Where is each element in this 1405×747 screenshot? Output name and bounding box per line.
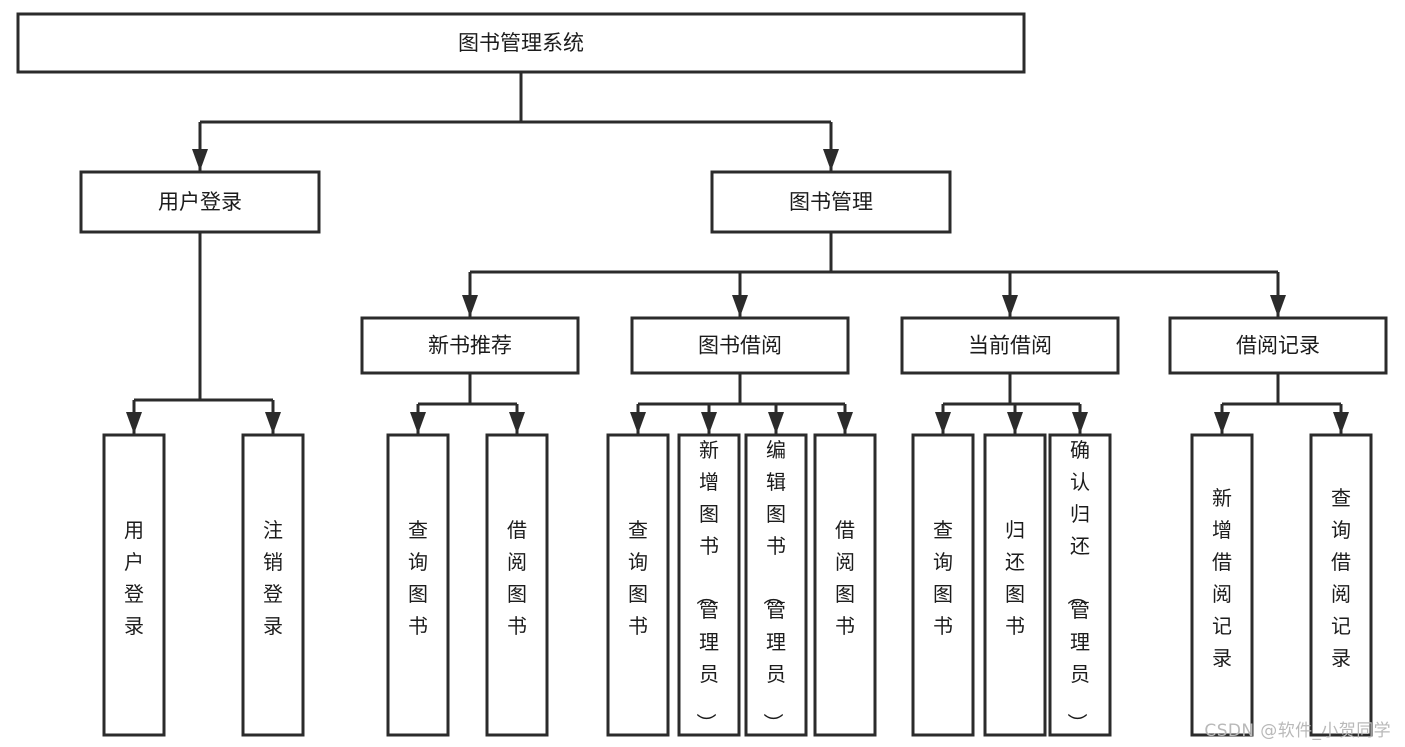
node-label: 用户登录 — [124, 518, 144, 638]
node-label: 借阅图书 — [507, 518, 527, 638]
arrow-head-icon — [509, 412, 525, 434]
node-box[interactable] — [744, 433, 808, 737]
node-leaf-9[interactable]: 归还图书 — [983, 433, 1047, 737]
node-box[interactable] — [1309, 433, 1373, 737]
node-box[interactable] — [630, 316, 850, 375]
node-box[interactable] — [485, 433, 549, 737]
node-box[interactable] — [1168, 316, 1388, 375]
node-leaf-11[interactable]: 新增借阅记录 — [1190, 433, 1254, 737]
node-layer: 图书管理系统用户登录图书管理新书推荐图书借阅当前借阅借阅记录用户登录注销登录查询… — [16, 12, 1388, 737]
arrow-head-icon — [837, 412, 853, 434]
node-box[interactable] — [1190, 433, 1254, 737]
node-label: 归还图书 — [1005, 518, 1025, 638]
node-label: 确认归还（管理员） — [1065, 438, 1090, 733]
arrow-head-icon — [192, 149, 208, 171]
node-label: 查询借阅记录 — [1331, 486, 1351, 670]
arrow-head-icon — [823, 149, 839, 171]
node-label: 新增图书（管理员） — [694, 438, 719, 733]
node-label: 图书管理 — [789, 190, 873, 214]
node-level2-1[interactable]: 图书借阅 — [630, 316, 850, 375]
arrow-head-icon — [410, 412, 426, 434]
arrow-head-icon — [1002, 295, 1018, 317]
node-label: 借阅记录 — [1236, 334, 1320, 358]
node-leaf-3[interactable]: 借阅图书 — [485, 433, 549, 737]
node-leaf-6[interactable]: 编辑图书（管理员） — [744, 433, 808, 737]
node-level1-0[interactable]: 用户登录 — [79, 170, 321, 234]
node-box[interactable] — [1048, 433, 1112, 737]
node-label: 查询图书 — [628, 518, 648, 638]
node-label: 新书推荐 — [428, 334, 512, 358]
node-label: 新增借阅记录 — [1212, 486, 1232, 670]
node-leaf-8[interactable]: 查询图书 — [911, 433, 975, 737]
arrow-head-icon — [935, 412, 951, 434]
node-leaf-10[interactable]: 确认归还（管理员） — [1048, 433, 1112, 737]
arrow-head-icon — [1007, 412, 1023, 434]
node-box[interactable] — [606, 433, 670, 737]
node-level2-2[interactable]: 当前借阅 — [900, 316, 1120, 375]
node-box[interactable] — [813, 433, 877, 737]
node-leaf-12[interactable]: 查询借阅记录 — [1309, 433, 1373, 737]
arrow-head-icon — [630, 412, 646, 434]
node-leaf-2[interactable]: 查询图书 — [386, 433, 450, 737]
node-label: 编辑图书（管理员） — [761, 438, 786, 733]
node-label: 查询图书 — [408, 518, 428, 638]
node-box[interactable] — [79, 170, 321, 234]
node-box[interactable] — [16, 12, 1026, 74]
node-box[interactable] — [900, 316, 1120, 375]
arrow-head-icon — [1072, 412, 1088, 434]
arrow-head-icon — [732, 295, 748, 317]
node-box[interactable] — [677, 433, 741, 737]
arrow-head-icon — [126, 412, 142, 434]
arrow-head-icon — [462, 295, 478, 317]
arrow-head-icon — [701, 412, 717, 434]
arrow-head-icon — [768, 412, 784, 434]
node-box[interactable] — [983, 433, 1047, 737]
arrow-head-icon — [1270, 295, 1286, 317]
node-leaf-1[interactable]: 注销登录 — [241, 433, 305, 737]
node-level2-0[interactable]: 新书推荐 — [360, 316, 580, 375]
arrow-head-icon — [1214, 412, 1230, 434]
node-leaf-5[interactable]: 新增图书（管理员） — [677, 433, 741, 737]
node-box[interactable] — [241, 433, 305, 737]
arrow-head-icon — [265, 412, 281, 434]
node-label: 借阅图书 — [835, 518, 855, 638]
node-label: 图书管理系统 — [458, 31, 584, 55]
arrow-head-icon — [1333, 412, 1349, 434]
node-label: 图书借阅 — [698, 334, 782, 358]
node-leaf-4[interactable]: 查询图书 — [606, 433, 670, 737]
node-root-system[interactable]: 图书管理系统 — [16, 12, 1026, 74]
node-label: 注销登录 — [263, 518, 283, 638]
watermark-text: CSDN @软件_小贺同学 — [1204, 721, 1391, 741]
node-label: 查询图书 — [933, 518, 953, 638]
node-box[interactable] — [386, 433, 450, 737]
node-level2-3[interactable]: 借阅记录 — [1168, 316, 1388, 375]
node-box[interactable] — [102, 433, 166, 737]
node-label: 用户登录 — [158, 190, 242, 214]
node-box[interactable] — [710, 170, 952, 234]
node-leaf-7[interactable]: 借阅图书 — [813, 433, 877, 737]
node-box[interactable] — [360, 316, 580, 375]
node-box[interactable] — [911, 433, 975, 737]
node-leaf-0[interactable]: 用户登录 — [102, 433, 166, 737]
edge-layer — [126, 72, 1349, 434]
node-level1-1[interactable]: 图书管理 — [710, 170, 952, 234]
node-label: 当前借阅 — [968, 334, 1052, 358]
